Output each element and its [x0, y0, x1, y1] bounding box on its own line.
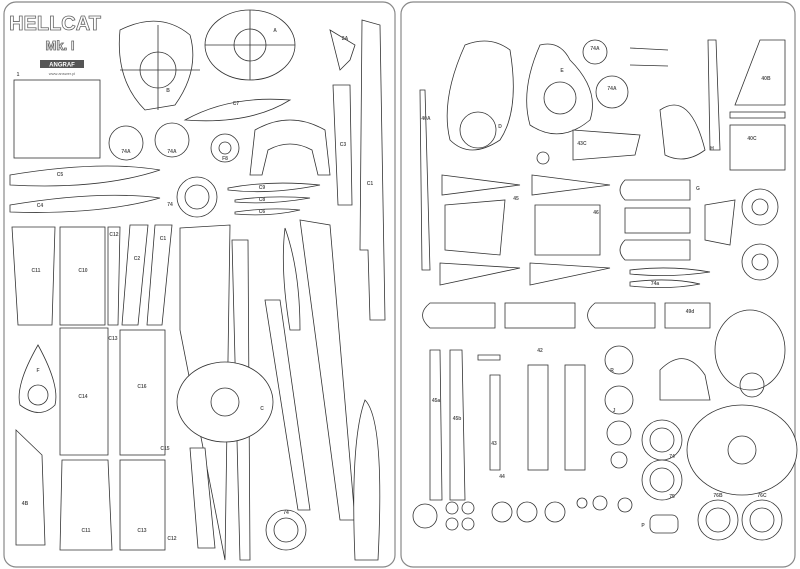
- svg-text:49d: 49d: [686, 309, 695, 315]
- title-subtitle: Mk. I: [46, 38, 75, 53]
- svg-text:F8: F8: [222, 156, 228, 162]
- svg-text:A: A: [273, 28, 277, 34]
- svg-text:J: J: [613, 408, 616, 414]
- svg-text:74: 74: [283, 510, 289, 516]
- svg-text:C7: C7: [233, 101, 240, 107]
- svg-text:B: B: [166, 88, 170, 94]
- left-parts: [9, 9, 386, 561]
- svg-text:P: P: [641, 523, 645, 529]
- svg-text:43: 43: [491, 441, 497, 447]
- svg-text:1: 1: [17, 72, 20, 78]
- svg-text:C12: C12: [109, 232, 118, 238]
- svg-text:45b: 45b: [453, 416, 462, 422]
- svg-text:45a: 45a: [432, 398, 441, 404]
- svg-text:76C: 76C: [757, 493, 767, 499]
- svg-text:42: 42: [537, 348, 543, 354]
- svg-text:C13: C13: [137, 528, 146, 534]
- right-parts: [412, 39, 798, 541]
- svg-text:74A: 74A: [590, 46, 600, 52]
- svg-text:C9: C9: [259, 185, 266, 191]
- svg-text:74: 74: [167, 202, 173, 208]
- svg-text:45: 45: [513, 196, 519, 202]
- svg-text:74A: 74A: [167, 149, 177, 155]
- publisher-logo: ANGRAF www.answer.pl: [40, 60, 84, 76]
- svg-text:C8: C8: [259, 197, 266, 203]
- svg-text:C13: C13: [108, 336, 117, 342]
- title-hellcat: HELLCAT: [9, 13, 101, 35]
- svg-text:74A: 74A: [607, 86, 617, 92]
- svg-text:www.answer.pl: www.answer.pl: [49, 71, 76, 76]
- svg-text:C16: C16: [137, 384, 146, 390]
- svg-text:C: C: [260, 406, 264, 412]
- svg-text:46: 46: [593, 210, 599, 216]
- svg-text:75: 75: [669, 494, 675, 500]
- svg-text:C11: C11: [32, 268, 41, 274]
- svg-text:74a: 74a: [651, 281, 660, 287]
- svg-text:C11: C11: [82, 528, 91, 534]
- svg-text:C12: C12: [167, 536, 176, 542]
- svg-text:40B: 40B: [761, 76, 771, 82]
- svg-text:C4: C4: [37, 203, 44, 209]
- svg-text:74: 74: [669, 454, 675, 460]
- right-part-labels: 40A D E 74A 74A 43C 45 46 40B 40C H G R …: [421, 46, 771, 529]
- svg-text:40A: 40A: [421, 116, 431, 122]
- svg-text:43C: 43C: [577, 141, 587, 147]
- svg-text:G: G: [696, 186, 700, 192]
- svg-text:C5: C5: [57, 172, 64, 178]
- svg-text:R: R: [610, 368, 614, 374]
- svg-text:E: E: [560, 68, 564, 74]
- svg-text:F: F: [36, 368, 39, 374]
- svg-text:C2: C2: [134, 256, 141, 262]
- left-part-labels: 1 B A C7 74A 74A F8 C9 C8 C6 74 C5 C4 C3…: [17, 28, 374, 542]
- svg-text:76B: 76B: [713, 493, 723, 499]
- svg-text:4B: 4B: [22, 501, 29, 507]
- svg-text:40C: 40C: [747, 136, 757, 142]
- svg-text:2A: 2A: [342, 36, 349, 42]
- svg-text:74A: 74A: [121, 149, 131, 155]
- svg-text:C14: C14: [78, 394, 87, 400]
- svg-text:ANGRAF: ANGRAF: [49, 63, 75, 69]
- svg-text:C6: C6: [259, 209, 266, 215]
- svg-text:C10: C10: [78, 268, 87, 274]
- svg-text:H: H: [710, 146, 714, 152]
- svg-text:C15: C15: [160, 446, 169, 452]
- svg-text:D: D: [498, 124, 502, 130]
- svg-text:C3: C3: [340, 142, 347, 148]
- svg-text:C1: C1: [160, 236, 167, 242]
- svg-text:C1: C1: [367, 181, 374, 187]
- svg-text:44: 44: [499, 474, 505, 480]
